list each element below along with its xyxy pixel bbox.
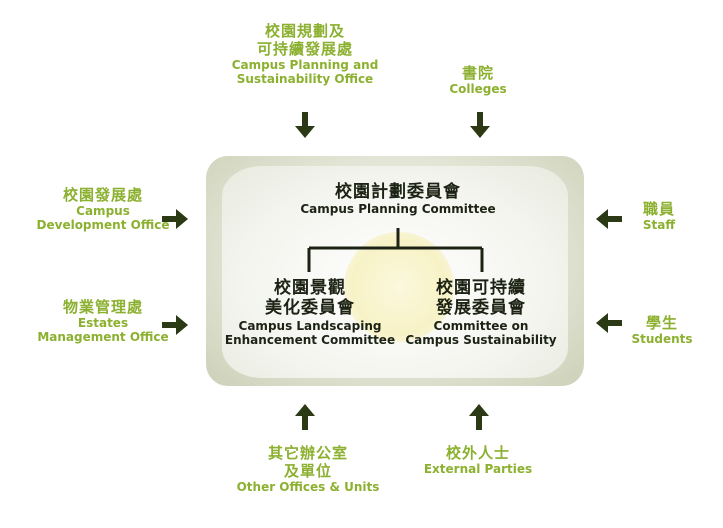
arrow-left-icon	[596, 209, 622, 229]
stakeholder-zh-2: 及單位	[283, 462, 332, 480]
arrow-up-icon	[469, 404, 489, 430]
landscaping-committee-zh-2: 美化委員會	[265, 298, 355, 319]
landscaping-committee-zh-1: 校園景觀	[274, 278, 346, 298]
stakeholder-external-parties: 校外人士 External Parties	[418, 444, 538, 476]
stakeholder-zh-1: 其它辦公室	[267, 444, 348, 462]
stakeholder-colleges: 書院 Colleges	[428, 64, 528, 96]
stakeholder-en-1: Campus	[76, 204, 130, 218]
stakeholder-campus-planning-office: 校園規劃及 可持續發展處 Campus Planning and Sustain…	[220, 22, 390, 87]
arrow-up-icon	[295, 404, 315, 430]
campus-planning-committee-en: Campus Planning Committee	[300, 202, 496, 217]
landscaping-committee: 校園景觀 美化委員會 Campus Landscaping Enhancemen…	[222, 278, 398, 348]
campus-planning-committee: 校園計劃委員會 Campus Planning Committee	[268, 182, 528, 217]
campus-planning-committee-zh: 校園計劃委員會	[335, 182, 461, 202]
stakeholder-students: 學生 Students	[624, 314, 700, 346]
stakeholder-en-1: Colleges	[449, 82, 507, 96]
stakeholder-en-1: Staff	[642, 218, 676, 232]
stakeholder-en-1: Other Offices & Units	[236, 480, 380, 494]
stakeholder-en-2: Sustainability Office	[236, 72, 374, 87]
arrow-right-icon	[162, 315, 188, 335]
sustainability-committee-zh-1: 校園可持續	[436, 278, 526, 298]
sustainability-committee-en-1: Committee on	[433, 318, 529, 333]
sustainability-committee-zh-2: 發展委員會	[436, 298, 526, 319]
stakeholder-en-2: Management Office	[37, 330, 169, 345]
sustainability-committee-en-2: Campus Sustainability	[405, 333, 557, 348]
stakeholder-zh-1: 校園規劃及	[264, 22, 345, 40]
stakeholder-zh-1: 書院	[461, 64, 494, 82]
stakeholder-estates-management-office: 物業管理處 Estates Management Office	[30, 298, 176, 345]
stakeholder-zh-2: 可持續發展處	[256, 40, 353, 58]
stakeholder-zh-1: 職員	[642, 200, 675, 218]
stakeholder-en-1: Estates	[77, 316, 129, 330]
stakeholder-campus-development-office: 校園發展處 Campus Development Office	[30, 186, 176, 233]
stakeholder-zh-1: 物業管理處	[62, 298, 143, 316]
stakeholder-staff: 職員 Staff	[626, 200, 692, 232]
arrow-right-icon	[162, 209, 188, 229]
stakeholder-en-1: External Parties	[423, 462, 533, 476]
stakeholder-other-offices: 其它辦公室 及單位 Other Offices & Units	[220, 444, 396, 494]
sustainability-committee: 校園可持續 發展委員會 Committee on Campus Sustaina…	[398, 278, 564, 348]
stakeholder-zh-1: 校園發展處	[62, 186, 143, 204]
stakeholder-zh-1: 校外人士	[445, 444, 510, 462]
stakeholder-en-1: Students	[631, 332, 693, 346]
arrow-down-icon	[470, 112, 490, 138]
arrow-down-icon	[295, 112, 315, 138]
panel-glow	[344, 232, 454, 342]
arrow-left-icon	[596, 313, 622, 333]
stakeholder-zh-1: 學生	[645, 314, 678, 332]
landscaping-committee-en-2: Enhancement Committee	[224, 333, 396, 348]
stakeholder-en-2: Development Office	[36, 218, 170, 233]
stakeholder-en-1: Campus Planning and	[231, 58, 379, 72]
landscaping-committee-en-1: Campus Landscaping	[238, 318, 382, 333]
